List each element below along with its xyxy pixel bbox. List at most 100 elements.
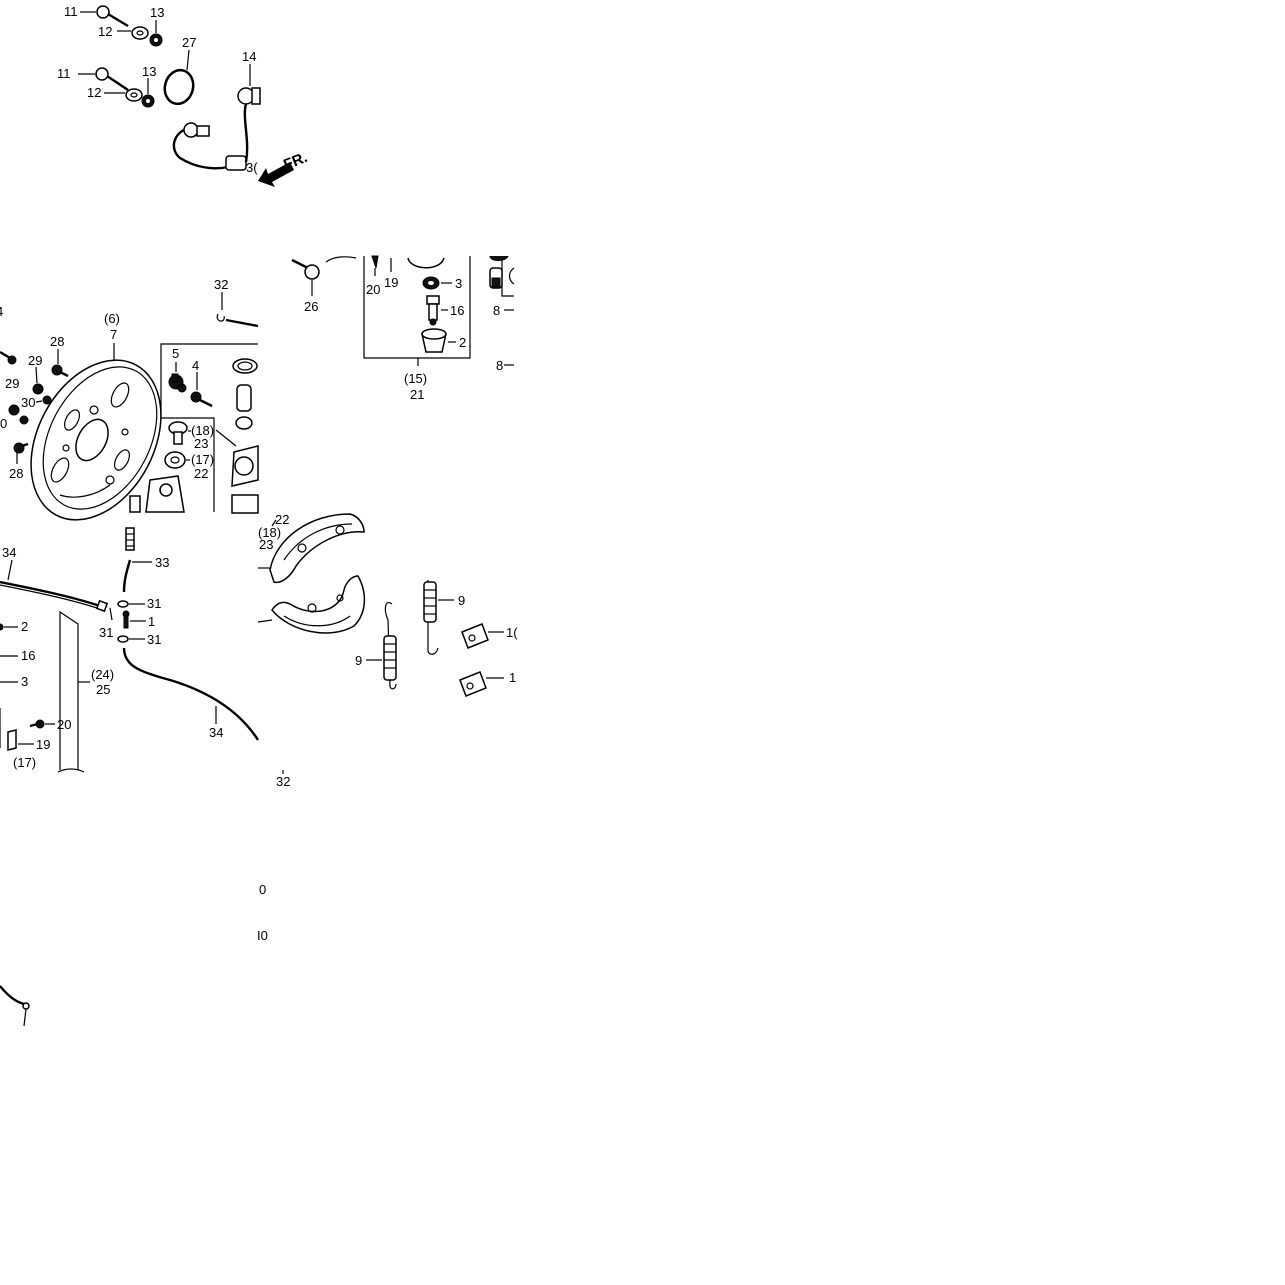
callout-8: 8 [496, 358, 503, 373]
bolt-icon [29, 719, 45, 729]
wheel-cylinder-icon [215, 358, 259, 514]
panel-middle-right: 26 20 19 3 16 2 [291, 255, 515, 402]
callout-18: (18) [191, 423, 214, 438]
callout-1: 1 [509, 670, 516, 685]
bolt-icon [190, 391, 213, 408]
callout-6: (6) [104, 311, 120, 326]
callout-32: 32 [276, 774, 290, 789]
callout-21: 21 [410, 387, 424, 402]
clip-icon [117, 635, 129, 643]
seal-icon [422, 276, 440, 290]
retainer-clip-icon [461, 623, 489, 649]
callout-12: 12 [87, 85, 101, 100]
callout-3x: 3( [246, 160, 258, 175]
callout-23: 23 [194, 436, 208, 451]
callout-33: 33 [155, 555, 169, 570]
brake-shoe-icon [269, 513, 365, 584]
callout-17: (17) [13, 755, 36, 770]
panel-top-left: 11 12 13 27 11 12 [57, 4, 310, 187]
callout-9: 9 [458, 593, 465, 608]
brake-cable-icon [0, 580, 109, 613]
callout-27: 27 [182, 35, 196, 50]
callout-31: 31 [147, 596, 161, 611]
callout-22: 22 [275, 512, 289, 527]
callout-20: 20 [366, 282, 380, 297]
callout-15: (15) [404, 371, 427, 386]
retainer-clip-icon [459, 671, 487, 697]
callout-25: 25 [96, 682, 110, 697]
bleed-valve-icon [168, 373, 187, 393]
washer-icon [19, 415, 29, 425]
panel-lower-fragments: 32 0 I0 [0, 770, 290, 1027]
front-direction-label: FR. [281, 149, 310, 174]
o-ring-icon [163, 68, 195, 106]
callout-26: 26 [304, 299, 318, 314]
bolt-icon [0, 350, 17, 365]
callout-10: 1( [506, 625, 518, 640]
callout-32: 32 [214, 277, 228, 292]
cable-end-icon [122, 527, 135, 593]
callout-29: 29 [28, 353, 42, 368]
callout-20: 20 [57, 717, 71, 732]
banjo-bolt-icon [95, 67, 129, 91]
panel-bottom-left: 34 (24) 25 2 16 3 33 31 1 [0, 527, 260, 773]
spring-clip-icon [371, 255, 379, 269]
screw-icon [216, 313, 259, 328]
brake-rod-icon [122, 647, 260, 741]
callout-3: 3 [21, 674, 28, 689]
adjuster-nut-icon [164, 451, 186, 469]
callout-4: 4 [192, 358, 199, 373]
piston-icon [426, 295, 440, 326]
cable-end-icon [0, 985, 30, 1027]
clip-icon [117, 600, 129, 608]
callout-12: 12 [98, 24, 112, 39]
callout-23: 23 [259, 537, 273, 552]
callout-fragment-10: I0 [257, 928, 268, 943]
callout-24: (24) [91, 667, 114, 682]
boot-icon [421, 328, 447, 353]
callout-fragment-0: 0 [259, 882, 266, 897]
callout-13: 13 [142, 64, 156, 79]
return-spring-icon [423, 580, 439, 655]
callout-7: 7 [110, 327, 117, 342]
callout-31: 31 [99, 625, 113, 640]
bolt-icon [13, 442, 29, 454]
callout-19: 19 [36, 737, 50, 752]
callout-8: 8 [493, 303, 500, 318]
callout-28: 28 [9, 466, 23, 481]
return-spring-icon [383, 602, 397, 690]
bolt-icon [291, 258, 320, 280]
callout-4: 4 [0, 304, 3, 319]
callout-29: 29 [5, 376, 19, 391]
pin-icon [109, 607, 130, 629]
spring-clip-icon [7, 729, 17, 751]
reservoir-cap-icon [407, 257, 445, 269]
washer-icon [125, 88, 143, 102]
callout-34: 34 [209, 725, 223, 740]
callout-1: 1 [148, 614, 155, 629]
adjuster-bolt-icon [168, 421, 188, 445]
callout-2: 2 [459, 335, 466, 350]
front-direction-arrow-icon [258, 162, 294, 187]
nut-icon [149, 33, 163, 47]
brake-hose-icon [172, 87, 261, 171]
callout-31: 31 [147, 632, 161, 647]
callout-9: 9 [355, 653, 362, 668]
callout-14: 14 [242, 49, 256, 64]
callout-11: 11 [57, 66, 71, 81]
panel-middle-left: 32 (6) 7 28 29 29 [0, 277, 259, 521]
callout-18: (18) [258, 525, 281, 540]
washer-icon [131, 26, 149, 40]
callout-3: 3 [455, 276, 462, 291]
cylinder-body-icon [489, 255, 515, 289]
callout-30: 30 [21, 395, 35, 410]
callout-2: 2 [21, 619, 28, 634]
nut-icon [8, 404, 20, 416]
callout-19: 19 [384, 275, 398, 290]
callout-16: 16 [450, 303, 464, 318]
callout-0: 0 [0, 416, 7, 431]
callout-17: (17) [191, 452, 214, 467]
brake-shoe-icon [271, 575, 366, 634]
callout-16: 16 [21, 648, 35, 663]
